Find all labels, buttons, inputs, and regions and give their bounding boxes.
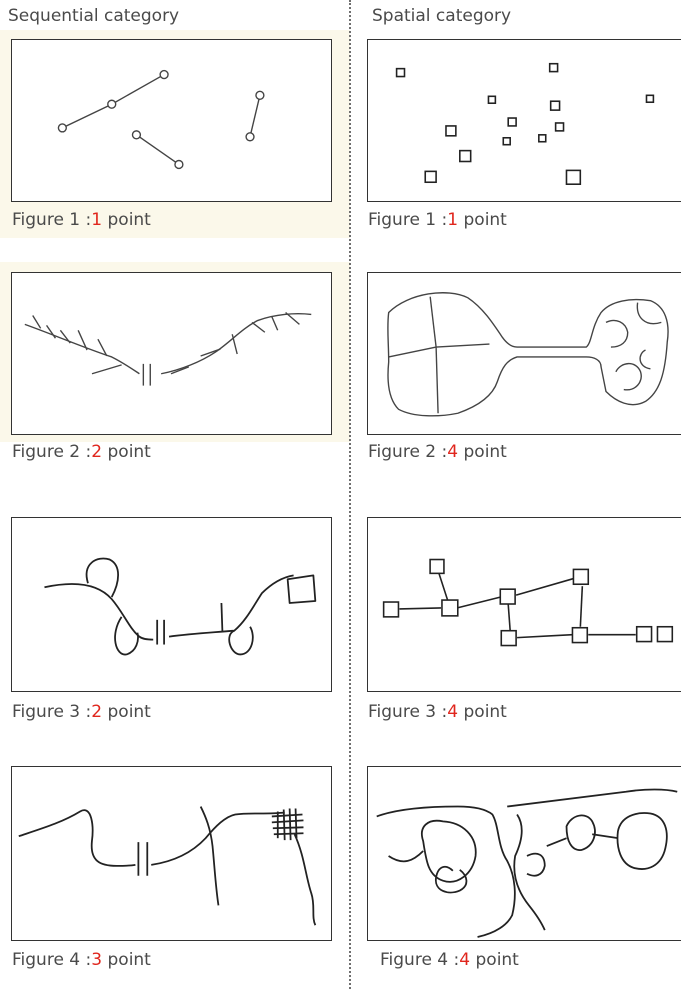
figure-label: Figure 4 : [380,950,460,970]
column-divider [349,0,351,989]
figure-label: Figure 2 : [368,442,448,462]
sequential-figure-2 [11,272,332,435]
sequential-figure-4-caption: Figure 4 :3 point [12,950,151,970]
figure-score: 1 [91,210,103,230]
figure-label: Figure 1 : [368,210,448,230]
figure-label: Figure 3 : [368,702,448,722]
spatial-figure-3 [367,517,681,692]
figure-score: 1 [447,210,459,230]
figure-label: Figure 1 : [12,210,92,230]
score-unit: point [458,210,507,230]
spatial-figure-4-caption: Figure 4 :4 point [380,950,519,970]
sequential-figure-1 [11,39,332,202]
score-unit: point [458,702,507,722]
spatial-figure-1-caption: Figure 1 :1 point [368,210,507,230]
sequential-figure-1-caption: Figure 1 :1 point [12,210,151,230]
figure-label: Figure 2 : [12,442,92,462]
score-unit: point [102,702,151,722]
score-unit: point [102,442,151,462]
spatial-figure-2 [367,272,681,435]
figure-label: Figure 3 : [12,702,92,722]
score-unit: point [458,442,507,462]
score-unit: point [102,210,151,230]
spatial-figure-1 [367,39,681,202]
figure-score: 4 [459,950,471,970]
sequential-category-heading: Sequential category [8,6,180,26]
spatial-figure-4 [367,766,681,941]
figure-score: 2 [91,442,103,462]
sequential-figure-4 [11,766,332,941]
figure-label: Figure 4 : [12,950,92,970]
sequential-figure-3-caption: Figure 3 :2 point [12,702,151,722]
sequential-figure-2-caption: Figure 2 :2 point [12,442,151,462]
score-unit: point [102,950,151,970]
spatial-category-heading: Spatial category [372,6,512,26]
figure-score: 3 [91,950,103,970]
figure-score: 4 [447,702,459,722]
score-unit: point [470,950,519,970]
spatial-figure-3-caption: Figure 3 :4 point [368,702,507,722]
figure-score: 2 [91,702,103,722]
spatial-figure-2-caption: Figure 2 :4 point [368,442,507,462]
sequential-figure-3 [11,517,332,692]
figure-score: 4 [447,442,459,462]
